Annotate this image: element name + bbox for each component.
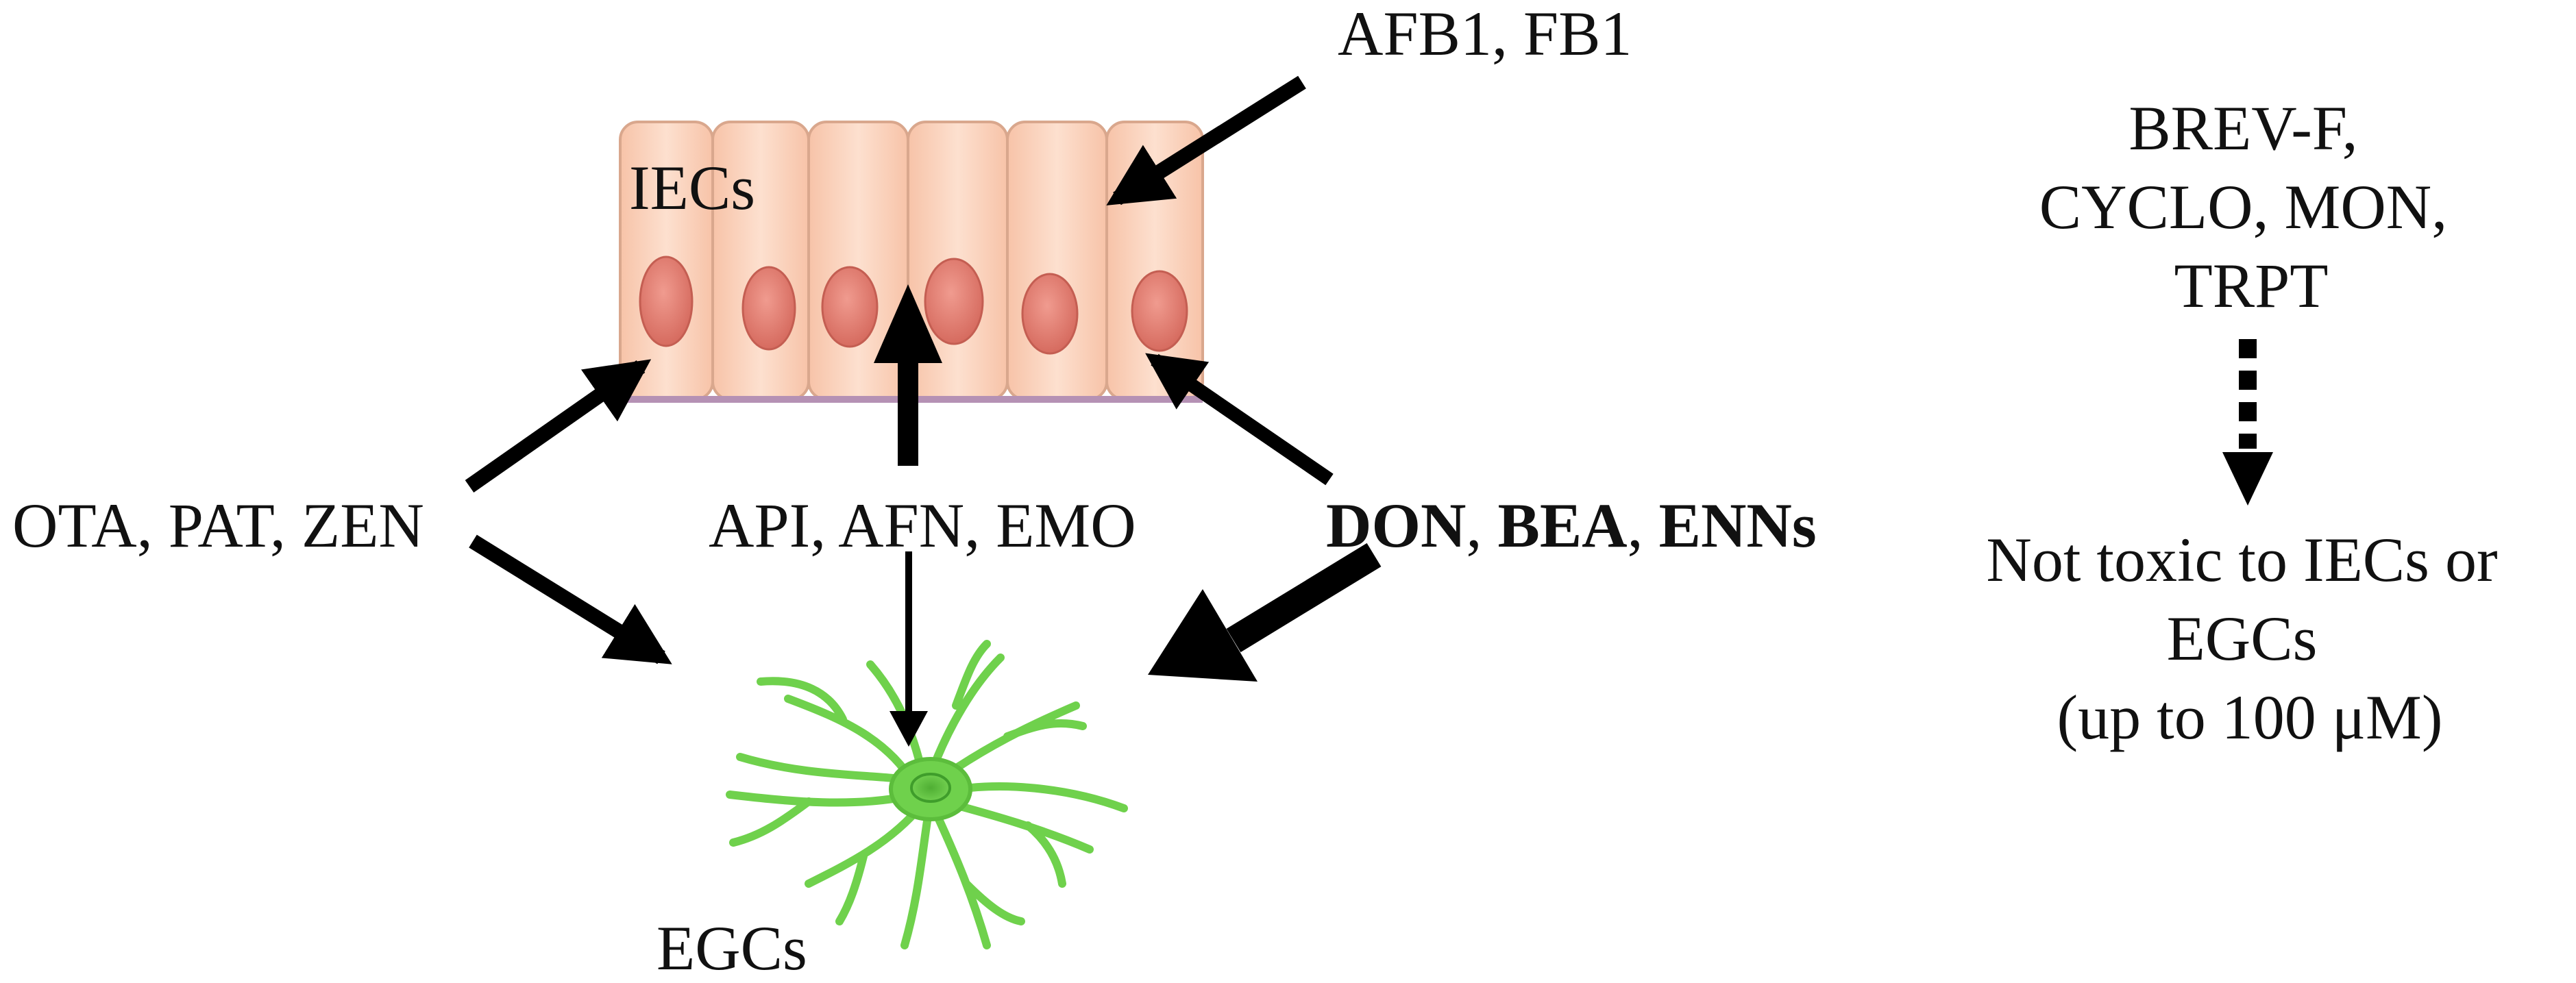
iecs-label: IECs (629, 153, 755, 223)
arrow-ota-to-iecs (465, 359, 652, 493)
separator-1: , (1466, 490, 1497, 560)
dashed-arrow-nontoxic (2222, 339, 2273, 506)
nontoxic-group-label: BREV-F, CYCLO, MON, TRPT (2039, 93, 2463, 321)
enteric-glial-cell-icon (726, 640, 1128, 949)
arrow-afb1-to-iecs (1106, 75, 1306, 206)
iec-nucleus (1131, 270, 1188, 352)
don-bea-enns-label: DON, BEA, ENNs (1326, 490, 1817, 560)
iec-nucleus (639, 256, 694, 347)
arrow-api-to-iecs (874, 284, 942, 466)
iec-cell (1105, 121, 1204, 401)
arrow-ota-to-egcs (469, 534, 672, 664)
iec-nucleus (1021, 273, 1079, 355)
arrow-don-to-egcs (1148, 543, 1382, 682)
nontoxic-group-line: TRPT (2174, 251, 2329, 321)
don-label: DON (1326, 490, 1466, 560)
enns-label: ENNs (1659, 490, 1817, 560)
intestinal-epithelial-cells-icon (619, 121, 1204, 403)
iec-nucleus (741, 266, 796, 351)
nontoxic-result-line: Not toxic to IECs or (1986, 525, 2497, 595)
nontoxic-result-line: EGCs (2167, 604, 2318, 673)
arrow-don-to-iecs (1145, 353, 1334, 486)
iec-nucleus (924, 258, 984, 345)
ota-pat-zen-label: OTA, PAT, ZEN (12, 490, 424, 560)
separator-2: , (1628, 490, 1659, 560)
egcs-label: EGCs (657, 913, 807, 983)
nontoxic-result-line: (up to 100 μM) (2057, 682, 2443, 752)
nontoxic-group-line: BREV-F, (2129, 93, 2357, 163)
api-afn-emo-label: API, AFN, EMO (709, 490, 1136, 560)
arrow-api-to-egcs (890, 551, 928, 747)
nontoxic-result-label: Not toxic to IECs or EGCs (up to 100 μM) (1986, 525, 2513, 752)
nontoxic-group-line: CYCLO, MON, (2039, 172, 2447, 242)
bea-label: BEA (1497, 490, 1627, 560)
iec-cell (1006, 121, 1108, 401)
afb1-fb1-label: AFB1, FB1 (1338, 0, 1632, 69)
iec-nucleus (821, 266, 879, 348)
